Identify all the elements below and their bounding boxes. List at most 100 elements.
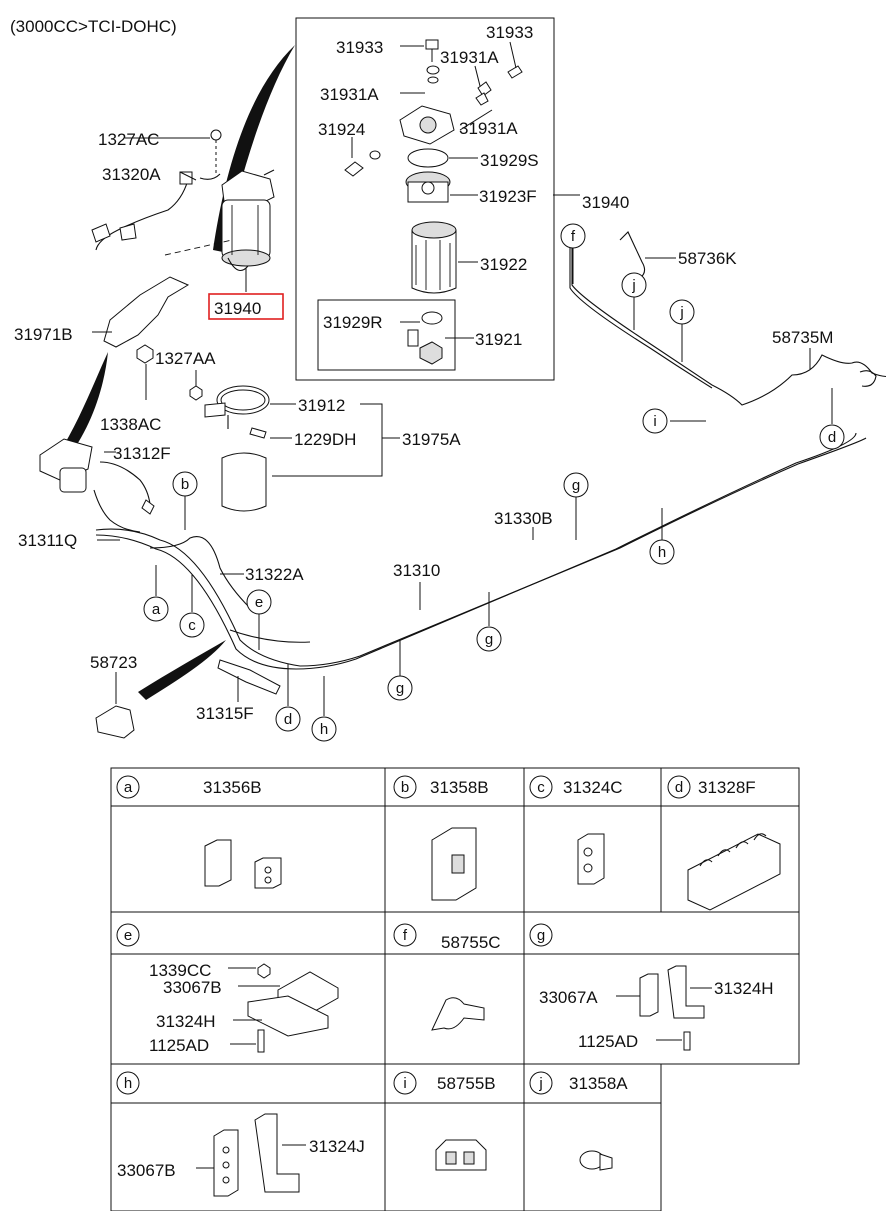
callout-a-text: a [152, 601, 161, 618]
label-31912: 31912 [298, 396, 345, 415]
callout-h-1-text: h [320, 721, 328, 738]
table-f-part: 58755C [441, 933, 501, 952]
dash-bracket-link [164, 239, 233, 256]
callout-f-text: f [571, 228, 576, 245]
bracket-58723 [95, 705, 135, 739]
table-cell-i: i 58755B [393, 1071, 496, 1171]
label-31933-b: 31933 [486, 23, 533, 42]
table-e-part-1339cc: 1339CC [149, 961, 211, 980]
filter-detail-box [295, 17, 555, 381]
table-i-letter: i [403, 1075, 406, 1092]
callout-c [179, 612, 205, 638]
callout-j-2-text: j [679, 304, 683, 321]
callout-a [143, 596, 169, 622]
table-j-part: 31358A [569, 1074, 628, 1093]
label-31310: 31310 [393, 561, 440, 580]
callout-g-3 [563, 472, 589, 498]
table-a-part: 31356B [203, 778, 262, 797]
callout-d-1 [275, 706, 301, 732]
callout-j-2 [669, 299, 695, 325]
label-31922: 31922 [480, 255, 527, 274]
sleeve-31975a [221, 452, 267, 512]
clamp-31912 [204, 385, 270, 429]
label-1327aa: 1327AA [155, 349, 216, 368]
callout-f [560, 223, 586, 249]
table-cell-g: g 33067A 31324H 1125AD [529, 923, 774, 1051]
label-31929r: 31929R [323, 313, 383, 332]
table-h-part-31324j: 31324J [309, 1137, 365, 1156]
table-c-letter: c [537, 779, 545, 796]
table-b-part: 31358B [430, 778, 489, 797]
callout-d-1-text: d [284, 711, 292, 728]
table-e-letter: e [124, 927, 132, 944]
label-31923f: 31923F [479, 187, 537, 206]
label-58723: 58723 [90, 653, 137, 672]
callout-g-2-text: g [485, 631, 493, 648]
label-31975a: 31975A [402, 430, 461, 449]
filter-small-assembly [39, 438, 155, 533]
label-31971b: 31971B [14, 325, 73, 344]
table-g-part-1125ad: 1125AD [578, 1032, 638, 1051]
callout-h-2 [649, 539, 675, 565]
callout-circles: a b c d d e f g g g h h i j j [143, 223, 845, 742]
label-31330b: 31330B [494, 509, 553, 528]
table-h-letter: h [124, 1075, 132, 1092]
leader-31320a [179, 171, 197, 181]
table-e-part-33067b: 33067B [163, 978, 222, 997]
engine-header: (3000CC>TCI-DOHC) [10, 17, 177, 36]
callout-leaders [155, 248, 833, 716]
table-h-part-33067b: 33067B [117, 1161, 176, 1180]
label-1327ac: 1327AC [98, 130, 159, 149]
filter-subassembly-box [317, 299, 456, 371]
table-d-part: 31328F [698, 778, 756, 797]
filter-exploded-parts [344, 39, 523, 365]
clip-31315f [217, 659, 281, 695]
callout-j-1-text: j [631, 277, 635, 294]
parts-table [110, 767, 800, 1211]
table-f-letter: f [403, 927, 408, 944]
label-31312f: 31312F [113, 444, 171, 463]
bracket-31971b [103, 276, 190, 348]
pointer-wedge-clip [138, 640, 226, 700]
table-b-letter: b [401, 779, 409, 796]
table-c-part: 31324C [563, 778, 623, 797]
label-31931a-1: 31931A [440, 48, 499, 67]
nut-1327aa [189, 385, 203, 401]
label-31940-main: 31940 [214, 299, 261, 318]
leader-31975a [272, 403, 400, 477]
callout-i-text: i [653, 413, 656, 430]
table-cell-h: h 33067B 31324J [116, 1071, 365, 1197]
table-cell-c: c 31324C [529, 775, 623, 885]
label-31311q: 31311Q [18, 531, 77, 550]
table-a-letter: a [124, 779, 133, 796]
table-e-part-1125ad: 1125AD [149, 1036, 209, 1055]
nut-1338ac [136, 344, 154, 364]
callout-b [172, 471, 198, 497]
table-i-part: 58755B [437, 1074, 496, 1093]
callout-c-text: c [188, 617, 196, 634]
fuel-lines [95, 231, 886, 670]
label-31322a: 31322A [245, 565, 304, 584]
table-cell-a: a 31356B [116, 775, 282, 889]
callout-g-3-text: g [572, 477, 580, 494]
label-31940-detail: 31940 [582, 193, 629, 212]
label-31929s: 31929S [480, 151, 539, 170]
table-cell-j: j 31358A [529, 1071, 628, 1171]
callout-i [642, 408, 668, 434]
callout-j-1 [621, 272, 647, 298]
callout-b-text: b [181, 476, 189, 493]
label-58736k: 58736K [678, 249, 737, 268]
highlight-31940 [208, 293, 284, 320]
wiring-harness-31320a [91, 171, 193, 251]
table-cell-e: e 1339CC 33067B 31324H 1125AD [116, 923, 339, 1055]
table-g-part-33067a: 33067A [539, 988, 598, 1007]
label-31931a-3: 31931A [459, 119, 518, 138]
table-cell-d: d 31328F [667, 775, 781, 911]
table-g-part-31324h: 31324H [714, 979, 774, 998]
callout-e [246, 589, 272, 615]
callout-h-1 [311, 716, 337, 742]
detail-leader-lines [351, 41, 580, 339]
table-d-letter: d [675, 779, 683, 796]
label-31320a: 31320A [102, 165, 161, 184]
